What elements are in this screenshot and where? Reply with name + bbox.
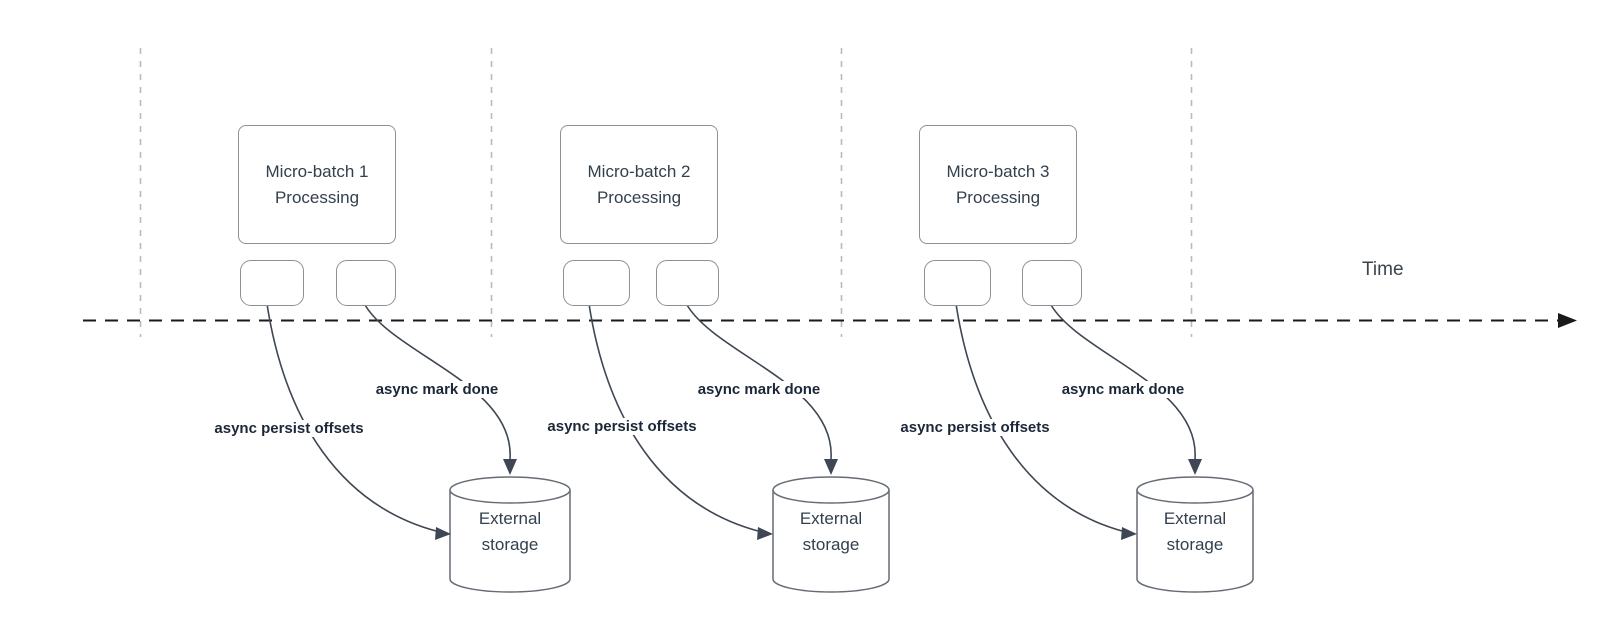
mark-done-arrow-1 — [364, 304, 511, 460]
mark-done-arrowhead-1-icon — [503, 459, 517, 475]
mark-done-arrowhead-3-icon — [1188, 459, 1202, 475]
persist-offsets-arrowhead-1-icon — [435, 527, 451, 540]
cylinder-body — [1136, 490, 1254, 593]
external-storage-cylinder-3 — [1136, 476, 1254, 593]
external-storage-cylinder-1 — [449, 476, 571, 593]
mark-done-arrow-2 — [686, 304, 832, 460]
persist-offsets-arrowhead-2-icon — [757, 527, 773, 540]
mark-done-arrow-3 — [1050, 304, 1196, 460]
persist-offsets-arrow-2 — [588, 303, 759, 532]
cylinder-top — [772, 476, 890, 504]
cylinder-top — [449, 476, 571, 504]
persist-offsets-arrow-3 — [955, 303, 1123, 532]
cylinder-body — [772, 490, 890, 593]
time-axis-arrowhead-icon — [1558, 313, 1577, 328]
cylinder-body — [449, 490, 571, 593]
cylinder-top — [1136, 476, 1254, 504]
persist-offsets-arrow-1 — [266, 303, 437, 532]
external-storage-cylinder-2 — [772, 476, 890, 593]
mark-done-arrowhead-2-icon — [824, 459, 838, 475]
persist-offsets-arrowhead-3-icon — [1121, 527, 1137, 540]
